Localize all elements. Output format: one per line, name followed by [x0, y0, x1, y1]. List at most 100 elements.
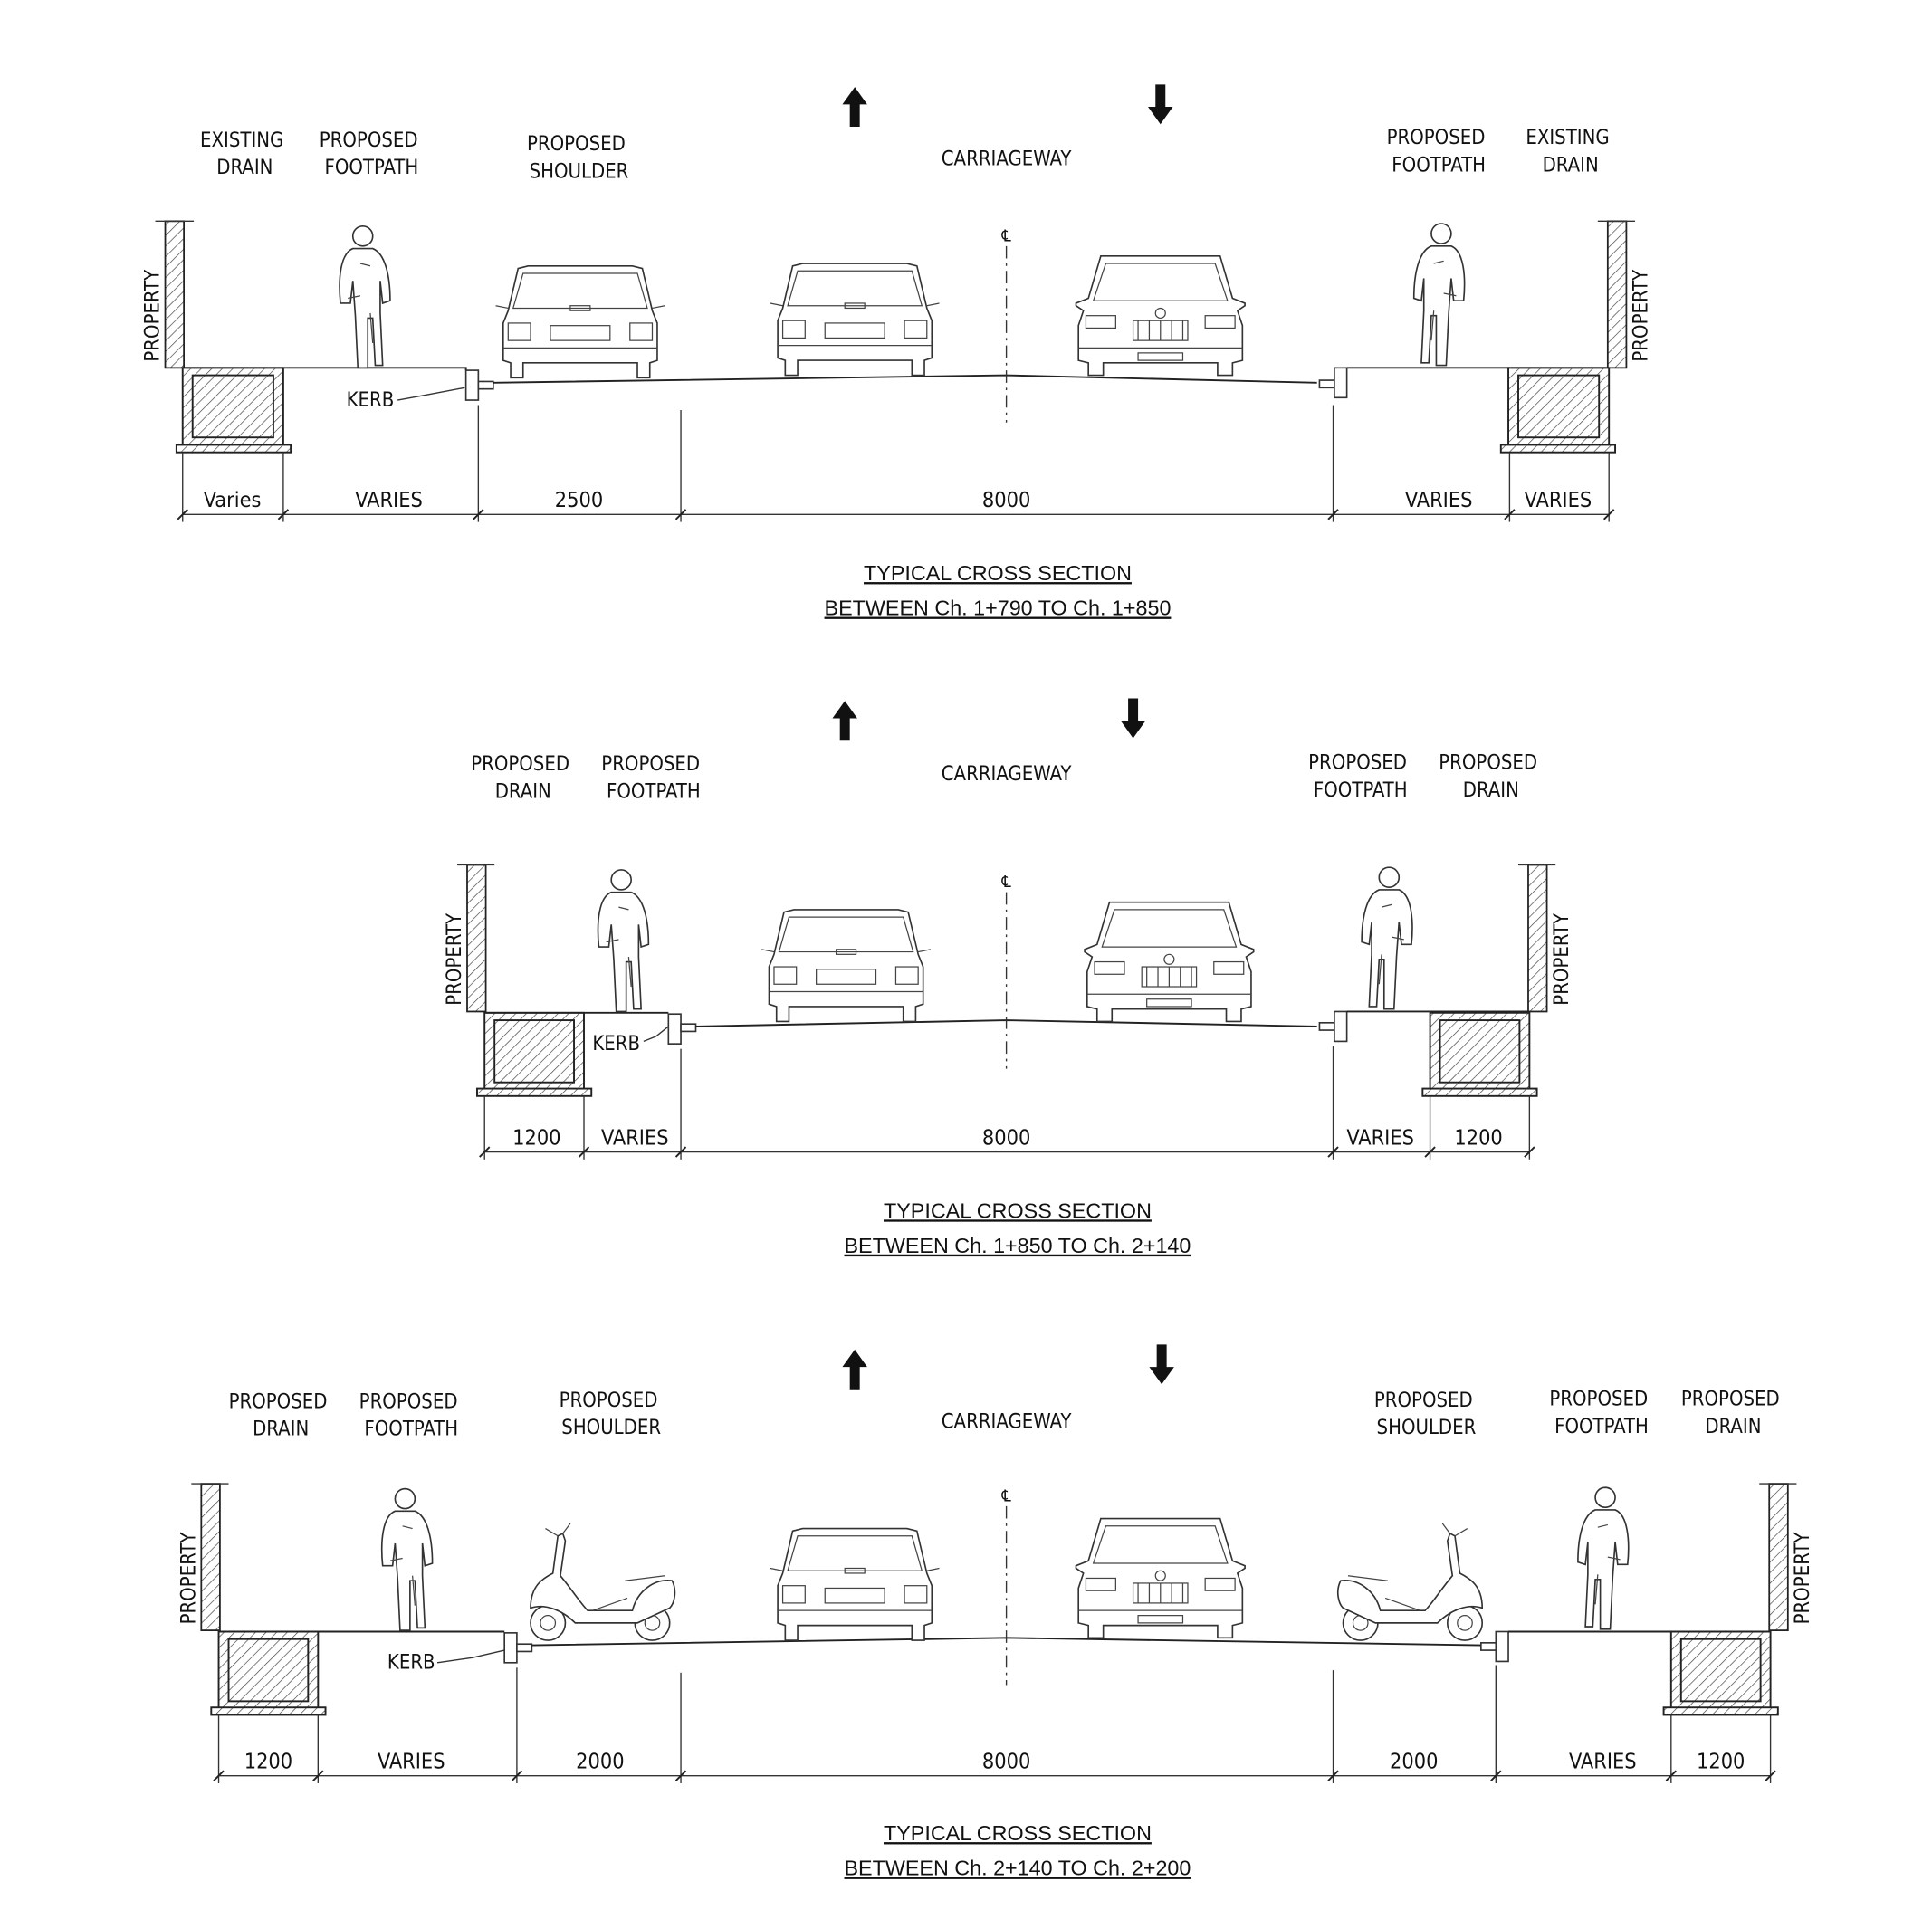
s3-dim-1: 1200 [244, 1748, 292, 1773]
s3-left-drain-label: PROPOSED DRAIN [229, 1390, 333, 1440]
s1-subtitle: BETWEEN Ch. 1+790 TO Ch. 1+850 [825, 597, 1172, 620]
s2-right-drain [1421, 1011, 1538, 1097]
s3-pedestrian-left [380, 1487, 434, 1631]
arrow-down-icon [1148, 84, 1173, 125]
s1-dim-2: VARIES [355, 487, 423, 512]
s3-dim-2: VARIES [378, 1748, 445, 1773]
s2-left-property-label: PROPERTY [444, 912, 466, 1006]
cross-section-3: PROPOSED DRAIN PROPOSED FOOTPATH PROPOSE… [177, 1344, 1814, 1880]
s1-dimension-line [177, 405, 1615, 522]
s3-carriageway-label: CARRIAGEWAY [942, 1410, 1073, 1433]
s1-left-property-wall [164, 220, 185, 369]
arrow-up-icon [832, 701, 857, 741]
s1-centerline-symbol: ℄ [1000, 226, 1011, 245]
s3-right-property-wall [1768, 1483, 1789, 1632]
s1-left-drain [175, 367, 292, 454]
cross-section-1: EXISTING DRAIN PROPOSED FOOTPATH PROPOSE… [142, 84, 1653, 620]
s1-car-rear-2 [770, 263, 941, 377]
s3-left-drain [210, 1630, 327, 1716]
s1-pedestrian-left [339, 225, 391, 369]
s3-dim-7: 1200 [1697, 1748, 1745, 1773]
s3-title: TYPICAL CROSS SECTION [884, 1821, 1152, 1845]
s2-car-front [1084, 901, 1255, 1023]
s2-carriageway-label: CARRIAGEWAY [942, 763, 1073, 786]
s1-dim-6: VARIES [1525, 487, 1592, 512]
s3-right-drain-label: PROPOSED DRAIN [1681, 1389, 1785, 1438]
s3-dim-6: VARIES [1569, 1748, 1637, 1773]
s2-left-property-wall [466, 864, 487, 1013]
s2-left-footpath-label: PROPOSED FOOTPATH [601, 753, 705, 803]
s3-kerb-label: KERB [387, 1652, 435, 1675]
s1-right-kerb [1334, 367, 1348, 399]
s2-left-kerb [667, 1013, 682, 1045]
s3-dim-5: 2000 [1390, 1748, 1438, 1773]
s1-right-footpath-label: PROPOSED FOOTPATH [1387, 127, 1491, 177]
s2-right-property-wall [1527, 864, 1548, 1013]
s2-left-drain [476, 1011, 593, 1097]
s2-right-kerb [1334, 1010, 1348, 1043]
s2-dim-4: VARIES [1346, 1124, 1414, 1150]
s3-right-shoulder-label: PROPOSED SHOULDER [1374, 1390, 1478, 1439]
s1-right-property-label: PROPERTY [1631, 269, 1653, 362]
s1-car-rear-1 [494, 264, 666, 379]
s2-pedestrian-left [597, 869, 650, 1013]
arrow-up-icon [842, 1349, 867, 1390]
s2-dim-3: 8000 [982, 1124, 1030, 1150]
arrow-down-icon [1120, 698, 1146, 739]
s3-pedestrian-right [1577, 1486, 1630, 1630]
s2-right-property-label: PROPERTY [1551, 912, 1573, 1006]
s1-carriageway-surface [493, 374, 1317, 384]
s3-scooter-right [1336, 1523, 1484, 1641]
s3-right-kerb [1495, 1630, 1509, 1663]
s3-left-property-label: PROPERTY [177, 1532, 200, 1625]
s2-right-drain-label: PROPOSED DRAIN [1439, 752, 1543, 802]
s1-left-shoulder-label: PROPOSED SHOULDER [527, 133, 631, 183]
s2-left-drain-label: PROPOSED DRAIN [471, 753, 575, 803]
s3-dimension-line [213, 1665, 1776, 1783]
s2-dim-1: 1200 [512, 1124, 560, 1150]
s3-dim-3: 2000 [576, 1748, 624, 1773]
s1-right-drain [1499, 367, 1617, 454]
s2-dimension-line [479, 1046, 1535, 1160]
s1-left-drain-label: EXISTING DRAIN [200, 129, 290, 179]
s1-carriageway-label: CARRIAGEWAY [942, 148, 1073, 171]
s2-centerline-symbol: ℄ [1000, 873, 1011, 892]
s1-right-property-wall [1606, 220, 1628, 369]
s1-left-footpath [184, 367, 467, 371]
s1-right-drain-label: EXISTING DRAIN [1526, 127, 1615, 177]
s2-car-rear [760, 909, 932, 1023]
s3-right-property-label: PROPERTY [1792, 1532, 1814, 1625]
s1-dim-4: 8000 [982, 487, 1030, 512]
s3-subtitle: BETWEEN Ch. 2+140 TO Ch. 2+200 [845, 1857, 1191, 1880]
s1-left-kerb [464, 369, 480, 401]
s3-left-kerb [503, 1632, 518, 1664]
arrow-up-icon [842, 87, 867, 128]
s1-pedestrian-right [1412, 223, 1466, 367]
s2-subtitle: BETWEEN Ch. 1+850 TO Ch. 2+140 [845, 1234, 1191, 1257]
s3-right-drain [1662, 1630, 1779, 1716]
s1-dim-1: Varies [204, 487, 262, 512]
s3-car-rear [770, 1527, 941, 1641]
s1-left-property-label: PROPERTY [142, 269, 165, 362]
s3-left-property-wall [200, 1483, 221, 1632]
s3-car-front [1075, 1517, 1246, 1639]
s3-scooter-left [530, 1523, 676, 1641]
s2-dim-2: VARIES [601, 1124, 669, 1150]
s1-kerb-label: KERB [347, 389, 395, 412]
cross-section-2: PROPOSED DRAIN PROPOSED FOOTPATH CARRIAG… [444, 698, 1573, 1257]
s3-right-footpath-label: PROPOSED FOOTPATH [1549, 1389, 1653, 1438]
s1-title: TYPICAL CROSS SECTION [864, 561, 1132, 585]
s1-dim-5: VARIES [1405, 487, 1473, 512]
s1-car-front [1075, 254, 1246, 377]
s3-dim-4: 8000 [982, 1748, 1030, 1773]
s1-dim-3: 2500 [555, 487, 603, 512]
s3-left-footpath-label: PROPOSED FOOTPATH [359, 1390, 464, 1440]
s2-kerb-label: KERB [592, 1033, 640, 1055]
s2-right-footpath-label: PROPOSED FOOTPATH [1308, 752, 1412, 802]
s3-left-shoulder-label: PROPOSED SHOULDER [560, 1390, 664, 1439]
arrow-down-icon [1149, 1344, 1174, 1385]
s2-dim-5: 1200 [1454, 1124, 1502, 1150]
s3-centerline-symbol: ℄ [1000, 1486, 1011, 1505]
s2-title: TYPICAL CROSS SECTION [884, 1199, 1152, 1222]
